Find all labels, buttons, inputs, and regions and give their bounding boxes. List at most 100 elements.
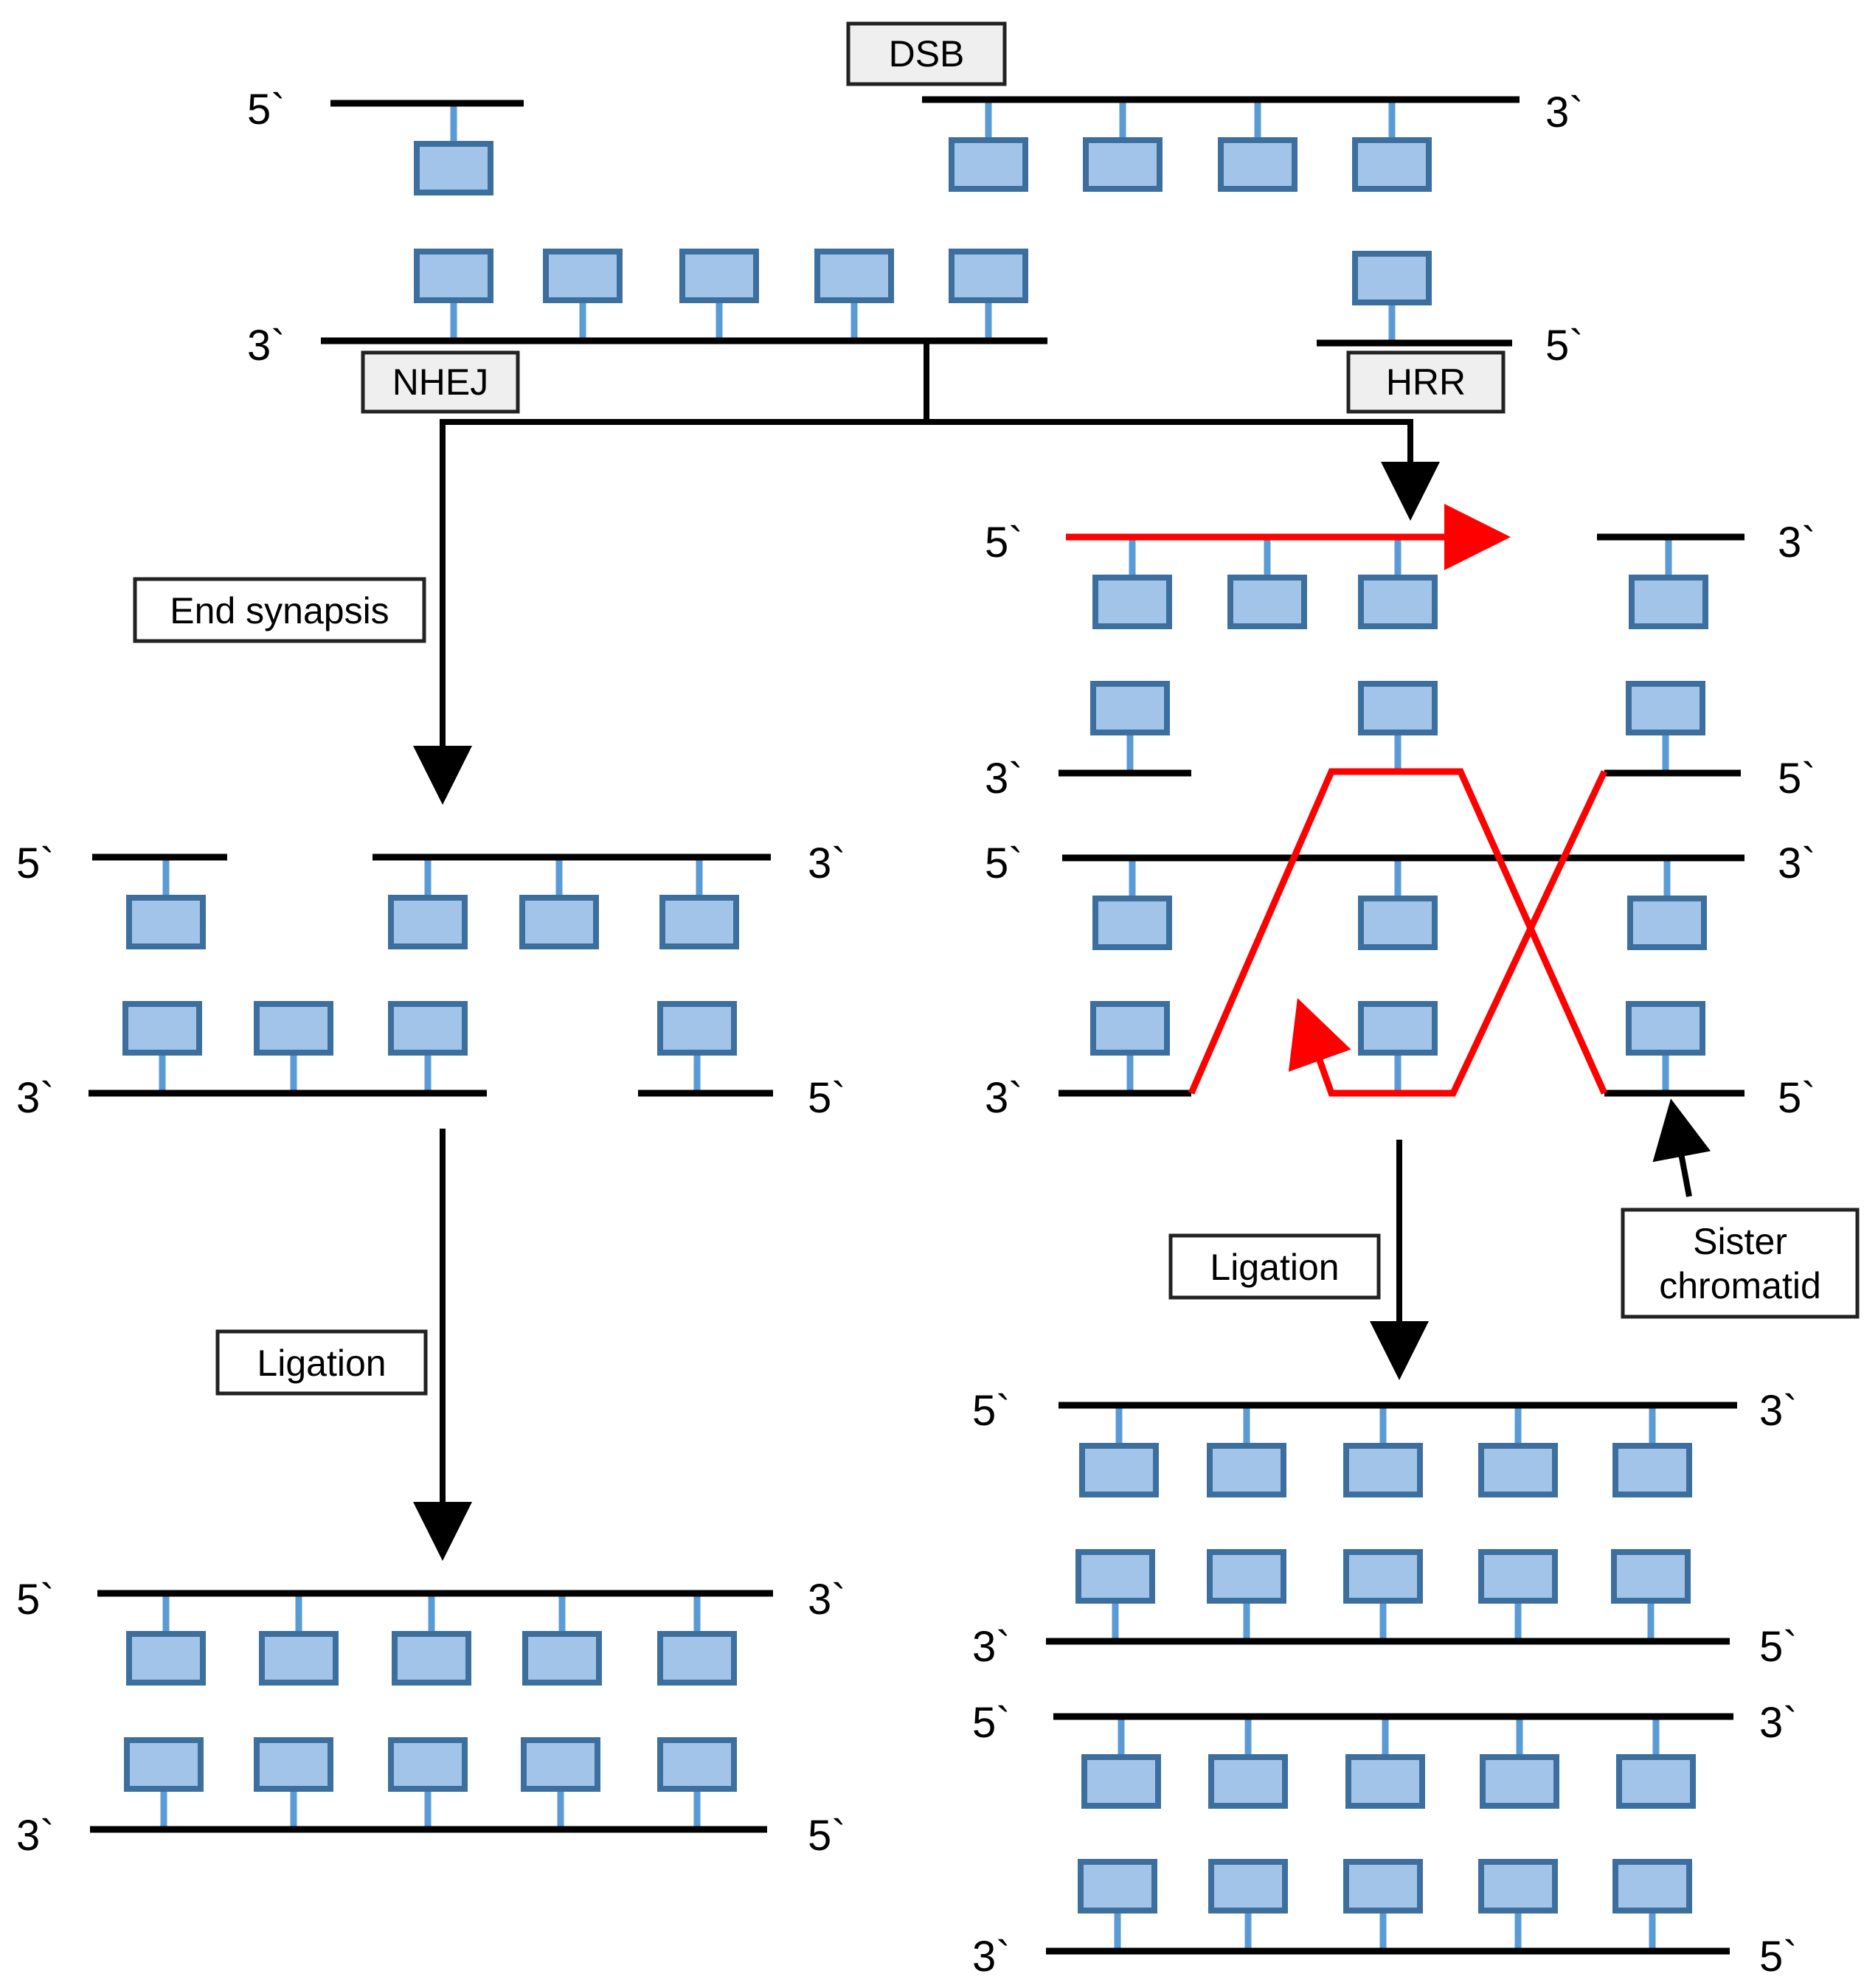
base-unit bbox=[1218, 100, 1297, 192]
nucleotide-base bbox=[392, 1631, 471, 1686]
nhej-synapsis-dna bbox=[89, 853, 773, 1097]
base-unit bbox=[126, 857, 206, 949]
nucleotide-base bbox=[254, 1001, 333, 1056]
nucleotide-base bbox=[1090, 681, 1170, 735]
base-unit bbox=[259, 1593, 339, 1686]
base-unit bbox=[1092, 537, 1172, 629]
nucleotide-base bbox=[1352, 137, 1432, 192]
base-unit bbox=[1092, 858, 1172, 950]
dsb-label: DSB bbox=[846, 21, 1007, 86]
base-unit bbox=[126, 1593, 206, 1686]
end-label: 5` bbox=[16, 839, 55, 887]
base-unit bbox=[657, 1737, 737, 1829]
base-unit bbox=[1478, 1549, 1558, 1641]
base-unit bbox=[1480, 1717, 1559, 1809]
damaged-dna bbox=[321, 96, 1520, 347]
base-unit bbox=[1207, 1549, 1286, 1641]
invading-strands bbox=[1066, 504, 1608, 1097]
nucleotide-base bbox=[1358, 1001, 1438, 1056]
base-unit bbox=[1075, 1549, 1155, 1641]
dsb-text: DSB bbox=[889, 33, 965, 75]
end-label: 5` bbox=[1759, 1623, 1798, 1671]
sister-pointer-arrow bbox=[1652, 1098, 1711, 1197]
nucleotide-base bbox=[1616, 1754, 1696, 1809]
nucleotide-base bbox=[1345, 1754, 1425, 1809]
base-unit bbox=[1626, 1001, 1705, 1093]
nucleotide-base bbox=[1218, 137, 1297, 192]
nucleotide-base bbox=[679, 249, 759, 303]
hrr-repaired-dna bbox=[1046, 1402, 1737, 1955]
crossover-strand-b bbox=[1288, 770, 1608, 1097]
base-unit bbox=[1358, 537, 1438, 629]
ligation-left-label: Ligation bbox=[215, 1329, 428, 1396]
sister-text-2: chromatid bbox=[1659, 1265, 1821, 1306]
base-unit bbox=[522, 1593, 602, 1686]
nucleotide-base bbox=[1208, 1859, 1288, 1913]
base-unit bbox=[1083, 100, 1163, 192]
end-label: 5` bbox=[972, 1387, 1011, 1435]
base-unit bbox=[1478, 1405, 1558, 1497]
nucleotide-base bbox=[388, 1737, 468, 1792]
nucleotide-base bbox=[1075, 1549, 1155, 1604]
nucleotide-base bbox=[949, 249, 1028, 303]
base-unit bbox=[543, 249, 623, 341]
end-label: 3` bbox=[1778, 519, 1816, 567]
nucleotide-base bbox=[1478, 1443, 1558, 1497]
pathway-branch bbox=[413, 343, 1440, 805]
base-unit bbox=[1352, 251, 1432, 343]
base-unit bbox=[1627, 858, 1707, 950]
end-label: 3` bbox=[972, 1933, 1011, 1981]
nucleotide-base bbox=[1207, 1443, 1286, 1497]
base-pair-layer bbox=[122, 100, 1708, 1951]
nucleotide-base bbox=[1343, 1549, 1423, 1604]
end-label: 3` bbox=[247, 322, 285, 370]
nucleotide-base bbox=[1358, 896, 1438, 950]
base-unit bbox=[1616, 1717, 1696, 1809]
nucleotide-base bbox=[521, 1737, 600, 1792]
base-unit bbox=[1343, 1549, 1423, 1641]
nucleotide-base bbox=[259, 1631, 339, 1686]
end-label: 3` bbox=[985, 755, 1023, 803]
hrr-text: HRR bbox=[1386, 361, 1466, 403]
base-unit bbox=[388, 1737, 468, 1829]
nucleotide-base bbox=[657, 1631, 737, 1686]
nucleotide-base bbox=[126, 895, 206, 949]
base-unit bbox=[1081, 1717, 1161, 1809]
nucleotide-base bbox=[414, 141, 493, 195]
base-unit bbox=[1358, 858, 1438, 950]
end-label: 5` bbox=[1759, 1933, 1798, 1981]
nucleotide-base bbox=[659, 895, 739, 949]
end-label: 5` bbox=[1778, 1074, 1816, 1122]
nucleotide-base bbox=[1079, 1443, 1159, 1497]
base-unit bbox=[1352, 100, 1432, 192]
base-unit bbox=[1208, 1717, 1288, 1809]
base-unit bbox=[1626, 681, 1705, 773]
nucleotide-base bbox=[1478, 1549, 1558, 1604]
base-unit bbox=[1629, 537, 1708, 629]
hrr-invasion-dna bbox=[1059, 533, 1745, 1097]
base-unit bbox=[657, 1001, 737, 1093]
nucleotide-base bbox=[1083, 137, 1163, 192]
base-unit bbox=[388, 857, 468, 949]
nucleotide-base bbox=[254, 1737, 333, 1792]
base-unit bbox=[659, 857, 739, 949]
nucleotide-base bbox=[1208, 1754, 1288, 1809]
nucleotide-base bbox=[1611, 1549, 1691, 1604]
end-label: 5` bbox=[985, 839, 1023, 887]
nucleotide-base bbox=[519, 895, 599, 949]
end-label: 3` bbox=[1759, 1387, 1798, 1435]
end-label: 5` bbox=[1545, 322, 1584, 370]
base-unit bbox=[814, 249, 894, 341]
nucleotide-base bbox=[1090, 1001, 1170, 1056]
end-label: 5` bbox=[808, 1812, 846, 1860]
end-label: 3` bbox=[1778, 839, 1816, 887]
end-label: 3` bbox=[808, 839, 846, 887]
nucleotide-base bbox=[1092, 896, 1172, 950]
sister-chromatid-label: Sister chromatid bbox=[1621, 1208, 1860, 1319]
base-unit bbox=[1358, 1001, 1438, 1093]
base-unit bbox=[1078, 1859, 1157, 1951]
nucleotide-base bbox=[1478, 1859, 1558, 1913]
base-unit bbox=[1343, 1405, 1423, 1497]
nucleotide-base bbox=[1629, 575, 1708, 629]
base-unit bbox=[1345, 1717, 1425, 1809]
